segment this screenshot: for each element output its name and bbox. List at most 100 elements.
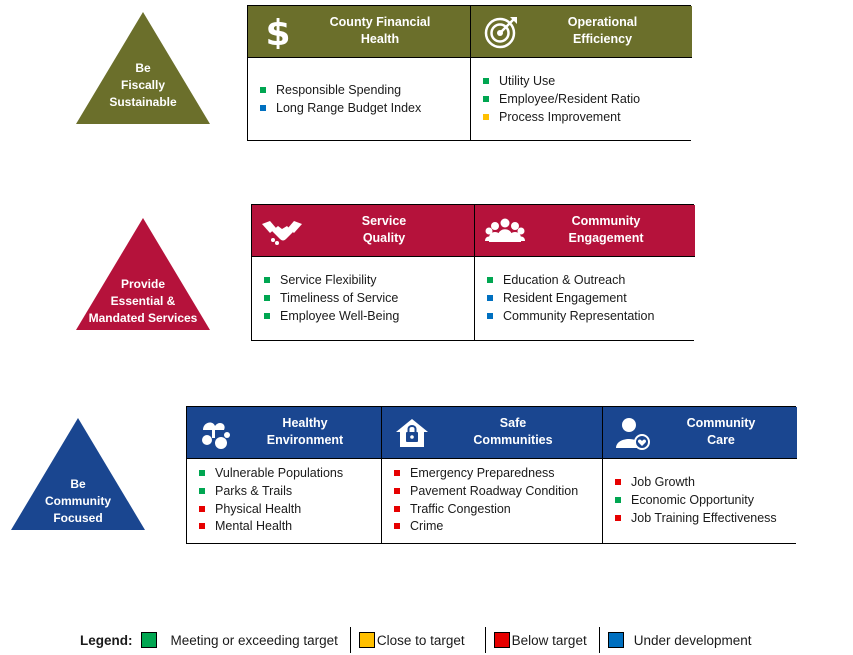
- status-square-icon: [615, 514, 621, 521]
- metric-list: Vulnerable Populations Parks & Trails Ph…: [199, 465, 343, 536]
- metric-label: Mental Health: [215, 519, 293, 534]
- card-safe-communities: Safe Communities Emergency Preparedness …: [381, 407, 602, 543]
- metric-label: Job Growth: [631, 475, 695, 489]
- svg-text:$: $: [265, 15, 290, 49]
- card-header: Operational Efficiency: [471, 6, 692, 58]
- card-body: Service Flexibility Timeliness of Servic…: [252, 257, 474, 340]
- legend-item-meeting: Meeting or exceeding target: [140, 632, 338, 648]
- triangle-label: Be Fiscally Sustainable: [109, 61, 177, 109]
- metric-label: Job Training Effectiveness: [631, 510, 777, 525]
- legend-item-below: Below target: [493, 632, 587, 648]
- legend-swatch-green: [140, 632, 157, 648]
- card-header: $ County Financial Health: [248, 6, 470, 58]
- handshake-icon: [262, 221, 302, 245]
- card-header: Healthy Environment: [187, 407, 381, 459]
- metric-label: Crime: [410, 519, 444, 534]
- legend-divider: [598, 627, 600, 653]
- metric-label: Long Range Budget Index: [276, 100, 422, 115]
- status-square-icon: [394, 487, 400, 494]
- status-square-icon: [615, 479, 621, 485]
- card-title: Community Care: [686, 416, 756, 447]
- metric-list: Service Flexibility Timeliness of Servic…: [264, 272, 399, 325]
- legend-item-development: Under development: [607, 632, 752, 648]
- metric-item: Crime: [394, 518, 578, 536]
- status-square-icon: [260, 104, 266, 111]
- metric-item: Timeliness of Service: [264, 290, 399, 308]
- group-icon: [485, 218, 525, 242]
- legend-label: Under development: [633, 632, 752, 648]
- metric-label: Vulnerable Populations: [215, 466, 344, 480]
- metric-item: Mental Health: [199, 518, 343, 536]
- status-square-icon: [394, 470, 400, 476]
- panel-fiscal: $ County Financial Health Responsible Sp…: [247, 5, 692, 141]
- metric-label: Traffic Congestion: [410, 501, 511, 516]
- card-header: Safe Communities: [382, 407, 602, 459]
- status-square-icon: [264, 277, 270, 283]
- status-square-icon: [260, 87, 266, 93]
- status-square-icon: [483, 95, 489, 102]
- legend-label: Meeting or exceeding target: [170, 632, 338, 648]
- status-square-icon: [264, 294, 270, 301]
- metric-label: Physical Health: [215, 501, 302, 516]
- triangle-shape: [76, 218, 210, 330]
- metric-label: Parks & Trails: [215, 483, 293, 498]
- status-square-icon: [199, 487, 205, 494]
- goal-triangle-essential: Provide Essential & Mandated Services: [76, 218, 210, 330]
- status-square-icon: [199, 505, 205, 512]
- card-body: Responsible Spending Long Range Budget I…: [248, 58, 470, 140]
- status-square-icon: [199, 470, 205, 476]
- metric-list: Education & Outreach Resident Engagement…: [487, 272, 654, 325]
- triangle-shape: [76, 12, 210, 124]
- metric-item: Job Growth: [615, 474, 777, 492]
- metric-item: Job Training Effectiveness: [615, 510, 777, 528]
- legend-swatch-blue: [607, 632, 624, 648]
- metric-item: Physical Health: [199, 501, 343, 519]
- metric-item: Employee Well-Being: [264, 308, 399, 326]
- card-community-engagement: Community Engagement Education & Outreac…: [474, 205, 695, 340]
- card-title: County Financial Health: [329, 15, 431, 46]
- panel-community: Healthy Environment Vulnerable Populatio…: [186, 406, 797, 544]
- legend: Legend: Meeting or exceeding target Clos…: [80, 627, 752, 653]
- legend-divider: [349, 627, 351, 653]
- status-square-icon: [487, 294, 493, 301]
- metric-label: Community Representation: [503, 308, 655, 323]
- status-square-icon: [264, 312, 270, 319]
- metric-item: Long Range Budget Index: [260, 100, 421, 118]
- house-lock-icon: [396, 419, 428, 447]
- triangle-label: Provide Essential & Mandated Services: [88, 277, 198, 325]
- card-header: Service Quality: [252, 205, 474, 257]
- card-community-care: Community Care Job Growth Economic Oppor…: [602, 407, 797, 543]
- metric-item: Emergency Preparedness: [394, 465, 578, 483]
- metric-label: Service Flexibility: [280, 273, 377, 287]
- metric-label: Education & Outreach: [503, 273, 626, 287]
- dollar-sign-icon: $: [265, 15, 290, 49]
- metric-item: Economic Opportunity: [615, 492, 777, 510]
- card-title: Service Quality: [361, 214, 407, 245]
- card-healthy-environment: Healthy Environment Vulnerable Populatio…: [187, 407, 381, 543]
- card-body: Education & Outreach Resident Engagement…: [475, 257, 695, 340]
- metric-item: Education & Outreach: [487, 272, 654, 290]
- status-square-icon: [487, 312, 493, 319]
- metric-label: Employee Well-Being: [280, 308, 400, 323]
- legend-label: Below target: [511, 632, 587, 648]
- metric-item: Process Improvement: [483, 109, 640, 127]
- legend-divider: [484, 627, 486, 653]
- card-operational-efficiency: Operational Efficiency Utility Use Emplo…: [470, 6, 692, 140]
- status-square-icon: [615, 496, 621, 503]
- metric-label: Timeliness of Service: [280, 290, 399, 305]
- metric-item: Pavement Roadway Condition: [394, 483, 578, 501]
- card-title: Community Engagement: [568, 214, 644, 245]
- person-heart-icon: [616, 418, 650, 450]
- metric-item: Traffic Congestion: [394, 501, 578, 519]
- metric-label: Pavement Roadway Condition: [410, 483, 579, 498]
- metric-label: Responsible Spending: [276, 83, 402, 97]
- metric-item: Service Flexibility: [264, 272, 399, 290]
- panel-essential: Service Quality Service Flexibility Time…: [251, 204, 695, 341]
- metric-item: Employee/Resident Ratio: [483, 91, 640, 109]
- metric-item: Community Representation: [487, 308, 654, 326]
- card-body: Utility Use Employee/Resident Ratio Proc…: [471, 58, 692, 140]
- legend-label: Close to target: [376, 632, 465, 648]
- triangle-label: Be Community Focused: [45, 477, 111, 525]
- metric-item: Utility Use: [483, 73, 640, 91]
- nature-icon: [202, 422, 230, 449]
